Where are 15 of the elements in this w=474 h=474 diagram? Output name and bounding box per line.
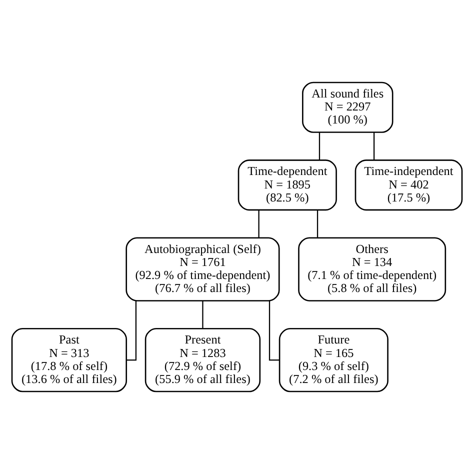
node-box: All sound files N = 2297 (100 %) xyxy=(302,82,394,133)
node-box: Future N = 165 (9.3 % of self) (7.2 % of all files) xyxy=(278,328,388,392)
connector xyxy=(316,210,318,238)
connector xyxy=(318,132,320,160)
connector xyxy=(126,300,137,361)
node-box: Time-dependent N = 1895 (82.5 %) xyxy=(238,160,337,211)
node-box: Time-independent N = 402 (17.5 %) xyxy=(354,160,463,211)
connector xyxy=(373,132,375,160)
connector xyxy=(268,300,280,361)
node-box: Autobiographical (Self) N = 1761 (92.9 % of time-dependent) (76.7 % of all files) xyxy=(126,237,280,302)
node-box: Others N = 134 (7.1 % of time-dependent) (5.8 % of all files) xyxy=(298,237,446,302)
node-box: Present N = 1283 (72.9 % of self) (55.9 % of all files) xyxy=(144,328,261,392)
node-box: Past N = 313 (17.8 % of self) (13.6 % of all files) xyxy=(11,328,127,392)
connector xyxy=(258,210,260,238)
connector xyxy=(202,300,204,329)
